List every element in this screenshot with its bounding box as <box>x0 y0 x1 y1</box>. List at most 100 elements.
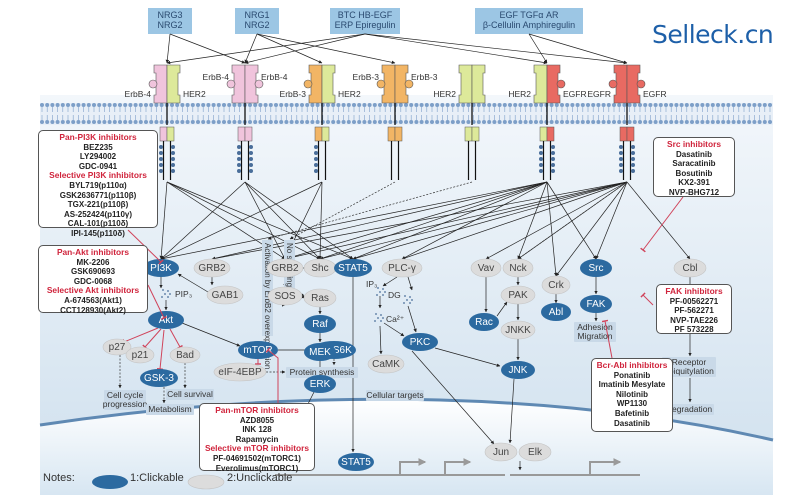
inhibitor-compound-link[interactable]: AZD8055 <box>239 415 275 425</box>
pathway-arrow <box>508 378 515 444</box>
svg-text:Migration: Migration <box>578 331 613 341</box>
node-jnk[interactable]: JNK <box>501 361 535 379</box>
ligand-binding-arrow <box>528 33 628 64</box>
legend-unclickable-swatch <box>187 474 225 490</box>
ligand-text: NRG3 <box>157 10 182 20</box>
receptor-signal-arrow <box>546 181 597 260</box>
cell-membrane <box>40 103 773 125</box>
receptor-signal-arrow <box>626 181 691 260</box>
inhibitor-compound-link[interactable]: GSK2636771(p110β) <box>59 190 137 200</box>
receptor-signal-arrow <box>352 181 628 260</box>
node-stat5[interactable]: STAT5 <box>334 259 372 277</box>
inhibitor-compound-link[interactable]: Everolimus(mTORC1) <box>215 463 299 473</box>
node-label-fak: FAK <box>587 299 606 310</box>
inhibitor-compound-link[interactable]: LY294002 <box>79 152 117 162</box>
node-raf[interactable]: Raf <box>304 315 336 333</box>
outcome-metabolism: Metabolism <box>146 404 194 415</box>
receptor-label-erbb-4: ErbB-4 <box>261 72 288 82</box>
inhibitor-compound-link[interactable]: Dasatinib <box>675 149 712 159</box>
node-label-erk: ERK <box>310 379 331 390</box>
node-gsk3[interactable]: GSK-3 <box>140 369 178 387</box>
outcome-degradation: Degradation <box>664 404 714 415</box>
inhibitor-compound-link[interactable]: Bafetinib <box>614 408 650 418</box>
inhibitor-compound-link[interactable]: PF-00562271 <box>669 296 719 306</box>
inhibitor-compound-link[interactable]: NVP-BHG712 <box>668 187 720 197</box>
inhibitor-compound-link[interactable]: CAL-101(p110δ) <box>67 219 129 229</box>
ligand-text: NRG2 <box>157 20 182 30</box>
ligand-text: EGF TGFα AR <box>499 10 559 20</box>
node-label-jnk: JNK <box>509 365 528 376</box>
inhibitor-compound-link[interactable]: Bosutinib <box>675 168 713 178</box>
node-bad: Bad <box>169 346 201 364</box>
no-signal-arrow <box>289 181 396 240</box>
node-label-pak: PAK <box>508 290 528 301</box>
node-p27: p27 <box>102 338 132 356</box>
legend-clickable-label: 1:Clickable <box>130 472 184 484</box>
legend-clickable-swatch <box>92 475 128 489</box>
node-label-grb2b: GRB2 <box>271 263 299 274</box>
node-mek[interactable]: MEK <box>304 343 336 361</box>
inhibitor-compound-link[interactable]: Ponatinib <box>613 370 651 380</box>
node-rac[interactable]: Rac <box>469 313 499 331</box>
node-fak[interactable]: FAK <box>580 295 612 313</box>
inhibitor-compound-link[interactable]: Nilotinib <box>616 389 648 399</box>
inhibitor-compound-link[interactable]: Rapamycin <box>235 434 279 444</box>
node-erk[interactable]: ERK <box>304 375 336 393</box>
receptor-dimer-her2-her2: HER2 <box>433 64 486 180</box>
ligand-binding-arrow <box>244 33 366 64</box>
mtor-inhibition-line <box>265 347 279 405</box>
pi3k-inhibitor-group-header: Selective PI3K inhibitors <box>49 170 147 181</box>
inhibitor-compound-link[interactable]: CCT128930(Akt2) <box>60 305 126 315</box>
node-crk: Crk <box>541 275 571 295</box>
inhibitor-compound-link[interactable]: PF 573228 <box>674 325 714 335</box>
node-akt[interactable]: Akt <box>148 311 184 329</box>
akt-inhibits-arrow <box>169 328 183 350</box>
node-mtor[interactable]: mTOR <box>238 341 278 359</box>
inhibitor-compound-link[interactable]: INK 128 <box>242 425 272 435</box>
receptor-signal-arrow <box>160 181 548 261</box>
inhibitor-compound-link[interactable]: WP1130 <box>616 399 648 409</box>
activation-arrow <box>267 181 473 240</box>
inhibitor-compound-link[interactable]: GSK690693 <box>70 267 116 277</box>
receptor-signal-arrow <box>546 181 558 277</box>
legend-unclickable-label: 2:Unclickable <box>227 472 293 484</box>
pathway-arrow <box>496 301 508 317</box>
inhibitor-compound-link[interactable]: NVP-TAE226 <box>670 315 718 325</box>
src-inhibition-line <box>640 196 684 253</box>
inhibitor-compound-link[interactable]: PF-04691502(mTORC1) <box>213 453 301 463</box>
inhibitor-compound-link[interactable]: BEZ235 <box>83 142 113 152</box>
inhibitor-compound-link[interactable]: IPI-145(p110δ) <box>71 228 125 238</box>
node-abl[interactable]: Abl <box>541 303 571 321</box>
inhibitor-compound-link[interactable]: GDC-0941 <box>78 161 118 171</box>
receptor-label-erbb-4: ErbB-4 <box>203 72 230 82</box>
inhibitor-compound-link[interactable]: A-674563(Akt1) <box>64 295 122 305</box>
receptor-signal-arrow <box>517 181 548 260</box>
inhibitor-compound-link[interactable]: MK-2206 <box>76 257 110 267</box>
brand-logo[interactable]: Selleck.cn <box>652 20 774 49</box>
inhibitor-compound-link[interactable]: Imatinib Mesylate <box>598 380 666 390</box>
inhibitor-compound-link[interactable]: Dasatinib <box>613 418 650 428</box>
inhibitor-compound-link[interactable]: KX2-391 <box>678 178 710 188</box>
inhibitor-compound-link[interactable]: BYL719(p110α) <box>69 180 127 190</box>
node-stat5n[interactable]: STAT5 <box>338 453 374 471</box>
receptor-signal-arrow <box>319 181 548 260</box>
node-label-src: Src <box>589 263 604 274</box>
node-eif4ebp: eIF-4EBP <box>213 362 267 382</box>
inhibitor-compound-link[interactable]: TGX-221(p110β) <box>67 200 129 210</box>
node-src[interactable]: Src <box>580 259 612 277</box>
node-pkc[interactable]: PKC <box>402 333 438 351</box>
node-label-pi3k: PI3K <box>150 263 172 274</box>
node-pi3k[interactable]: PI3K <box>143 259 179 277</box>
inhibitor-compound-link[interactable]: GDC-0068 <box>73 276 113 286</box>
inhibitor-compound-link[interactable]: AS-252424(p110γ) <box>63 209 133 219</box>
node-nck: Nck <box>502 258 534 278</box>
node-label-crk: Crk <box>548 280 565 291</box>
inhibitor-compound-link[interactable]: Saracatinib <box>672 159 716 169</box>
ligand-text: NRG2 <box>244 20 269 30</box>
inhibitor-compound-link[interactable]: PF-562271 <box>674 306 714 316</box>
